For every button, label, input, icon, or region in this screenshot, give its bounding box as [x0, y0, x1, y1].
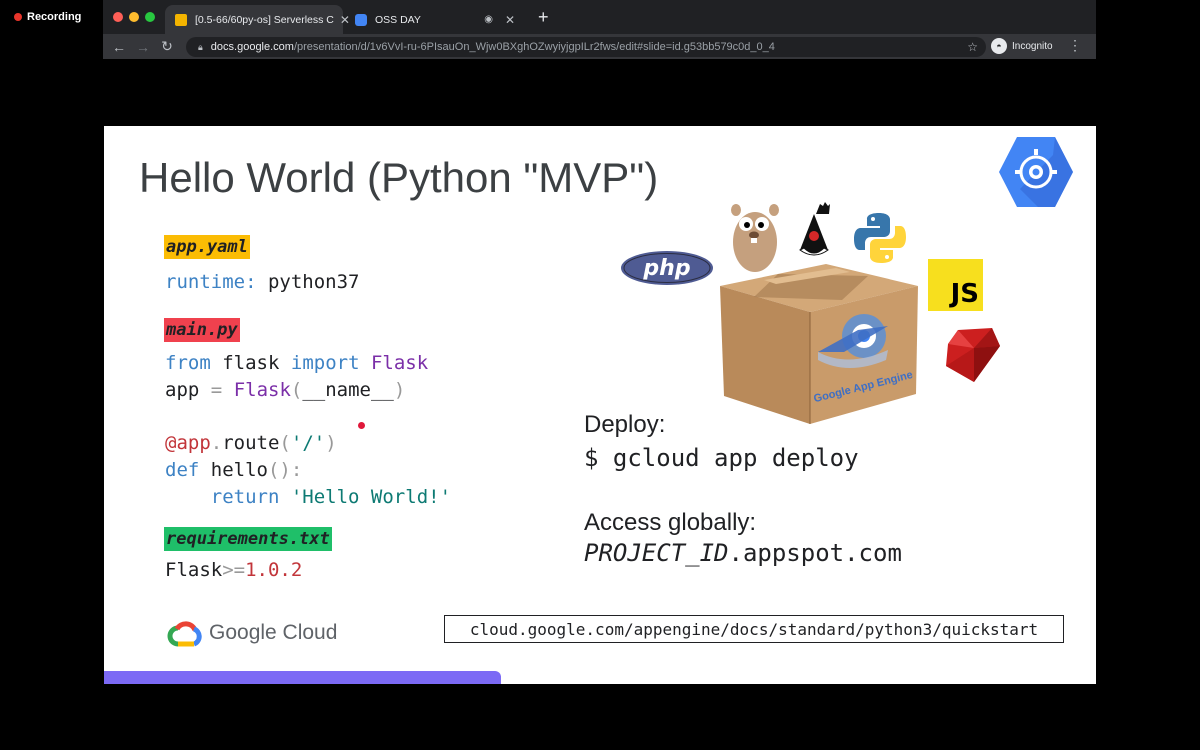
url-host: docs.google.com	[210, 41, 294, 53]
code-token: )	[393, 379, 406, 401]
code-token: hello	[210, 459, 268, 481]
code-token: route	[222, 432, 280, 454]
incognito-profile[interactable]: ◓ Incognito	[991, 38, 1053, 54]
code-token: 1.0.2	[245, 559, 303, 581]
app-engine-box-illustration: Google App Engine	[720, 264, 918, 424]
url-path: /presentation/d/1v6VvI-ru-6PIsauOn_Wjw0B…	[293, 41, 775, 53]
quickstart-url-box: cloud.google.com/appengine/docs/standard…	[444, 615, 1064, 643]
code-token: 'Hello World!'	[290, 486, 452, 508]
code-token: python37	[267, 271, 360, 293]
browser-menu-icon[interactable]: ⋮	[1068, 37, 1082, 53]
maximize-window-button[interactable]	[145, 12, 155, 22]
app-engine-hex-icon	[999, 137, 1073, 207]
tab-slides[interactable]: [0.5-66/60py-os] Serverless C ✕	[165, 5, 350, 34]
code-token: Flask	[370, 352, 429, 374]
code-token: def	[165, 459, 200, 481]
browser-window: [0.5-66/60py-os] Serverless C ✕ OSS DAY …	[103, 0, 1096, 59]
slide-progress-bar	[104, 671, 501, 684]
code-line-3: @app.route('/')	[165, 432, 337, 454]
google-cloud-text: Google Cloud	[209, 621, 338, 644]
toolbar: ← → ↻ 🔒︎ docs.google.com /presentation/d…	[103, 34, 1096, 59]
bookmark-star-icon[interactable]: ☆	[967, 40, 978, 54]
code-token: )	[325, 432, 337, 454]
access-url: PROJECT_ID.appspot.com	[584, 539, 902, 567]
slide-title: Hello World (Python "MVP")	[139, 154, 659, 201]
profile-label: Incognito	[1012, 40, 1053, 52]
tab-title: OSS DAY	[375, 13, 421, 26]
code-token: ():	[267, 459, 303, 481]
code-app-yaml: runtime: python37	[165, 271, 359, 293]
code-line-4: def hello():	[165, 459, 302, 481]
minimize-window-button[interactable]	[129, 12, 139, 22]
close-tab-icon[interactable]: ✕	[339, 12, 350, 27]
ruby-logo-icon	[946, 328, 1000, 382]
access-label: Access globally:	[584, 509, 757, 536]
appspot-domain: .appspot.com	[728, 539, 902, 567]
record-dot-icon	[14, 13, 22, 21]
code-line-1: from flask import Flask	[165, 352, 428, 374]
address-bar[interactable]: 🔒︎ docs.google.com /presentation/d/1v6Vv…	[186, 37, 986, 57]
php-logo: php	[621, 251, 713, 285]
new-tab-button[interactable]: +	[538, 7, 549, 27]
tab-title: [0.5-66/60py-os] Serverless C	[195, 13, 334, 26]
code-token: import	[290, 352, 360, 374]
slide-canvas: Hello World (Python "MVP") app.yaml runt…	[104, 126, 1096, 684]
tab-oss-day[interactable]: OSS DAY ◉ ✕	[345, 5, 525, 34]
close-tab-icon[interactable]: ✕	[504, 12, 515, 27]
java-duke-icon	[799, 202, 830, 256]
back-icon[interactable]: ←	[112, 38, 126, 55]
code-token: >=	[222, 559, 246, 581]
code-token: Flask	[233, 379, 291, 401]
code-token: __name__	[302, 379, 394, 401]
slides-favicon-icon	[175, 13, 187, 26]
deploy-label: Deploy:	[584, 411, 666, 438]
code-token: (	[290, 379, 303, 401]
python-logo-icon	[854, 213, 906, 263]
code-token: flask	[222, 352, 280, 374]
lock-icon: 🔒︎	[198, 41, 203, 52]
code-token: @app	[165, 432, 211, 454]
code-token: (	[279, 432, 291, 454]
project-id-placeholder: PROJECT_ID	[584, 539, 729, 567]
requirements-label: requirements.txt	[164, 527, 332, 551]
google-cloud-logo: Google Cloud	[167, 620, 338, 647]
javascript-logo: JS	[928, 259, 983, 311]
code-token: runtime:	[165, 271, 257, 293]
code-line-5: return 'Hello World!'	[165, 486, 451, 508]
code-token: return	[210, 486, 280, 508]
code-token: Flask	[165, 559, 223, 581]
recording-indicator: Recording	[14, 11, 81, 23]
laser-pointer	[358, 422, 365, 429]
code-token: from	[165, 352, 211, 374]
incognito-icon: ◓	[991, 38, 1007, 54]
google-cloud-icon	[167, 621, 202, 647]
tab-bar: [0.5-66/60py-os] Serverless C ✕ OSS DAY …	[103, 0, 1096, 34]
php-logo-text: php	[642, 256, 690, 281]
reload-icon[interactable]: ↻	[161, 38, 173, 54]
recording-label: Recording	[27, 11, 82, 23]
code-token: '/'	[290, 432, 326, 454]
app-yaml-label: app.yaml	[164, 235, 250, 259]
deploy-command: $ gcloud app deploy	[584, 444, 859, 472]
close-window-button[interactable]	[113, 12, 123, 22]
zoom-favicon-icon	[355, 13, 367, 26]
go-gopher-icon	[731, 204, 779, 272]
js-logo-text: JS	[950, 279, 979, 309]
code-line-2: app = Flask(__name__)	[165, 379, 405, 401]
code-token: .	[210, 432, 223, 454]
code-token: app	[165, 379, 200, 401]
code-requirements: Flask>=1.0.2	[165, 559, 302, 581]
main-py-label: main.py	[164, 318, 240, 342]
forward-icon[interactable]: →	[136, 38, 150, 55]
audio-icon: ◉	[484, 14, 493, 25]
code-token: =	[210, 379, 223, 401]
